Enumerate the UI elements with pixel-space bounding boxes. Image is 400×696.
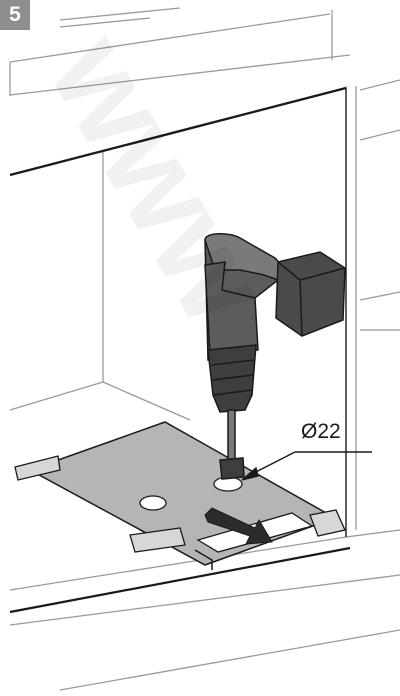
dimension-leader bbox=[241, 451, 372, 481]
template-tab-left bbox=[14, 455, 61, 481]
template-hole-small bbox=[139, 495, 167, 511]
cordless-drill-icon bbox=[204, 233, 346, 480]
niche-edges bbox=[9, 86, 351, 614]
direction-arrow-icon bbox=[204, 507, 273, 545]
template-tab-right bbox=[309, 509, 346, 537]
cabinet-niche-lines bbox=[9, 7, 400, 691]
step-number-badge: 5 bbox=[0, 0, 30, 30]
drilling-template bbox=[14, 421, 346, 570]
hole-diameter-label: Ø22 bbox=[301, 420, 341, 443]
template-tab-bottom bbox=[129, 527, 186, 553]
